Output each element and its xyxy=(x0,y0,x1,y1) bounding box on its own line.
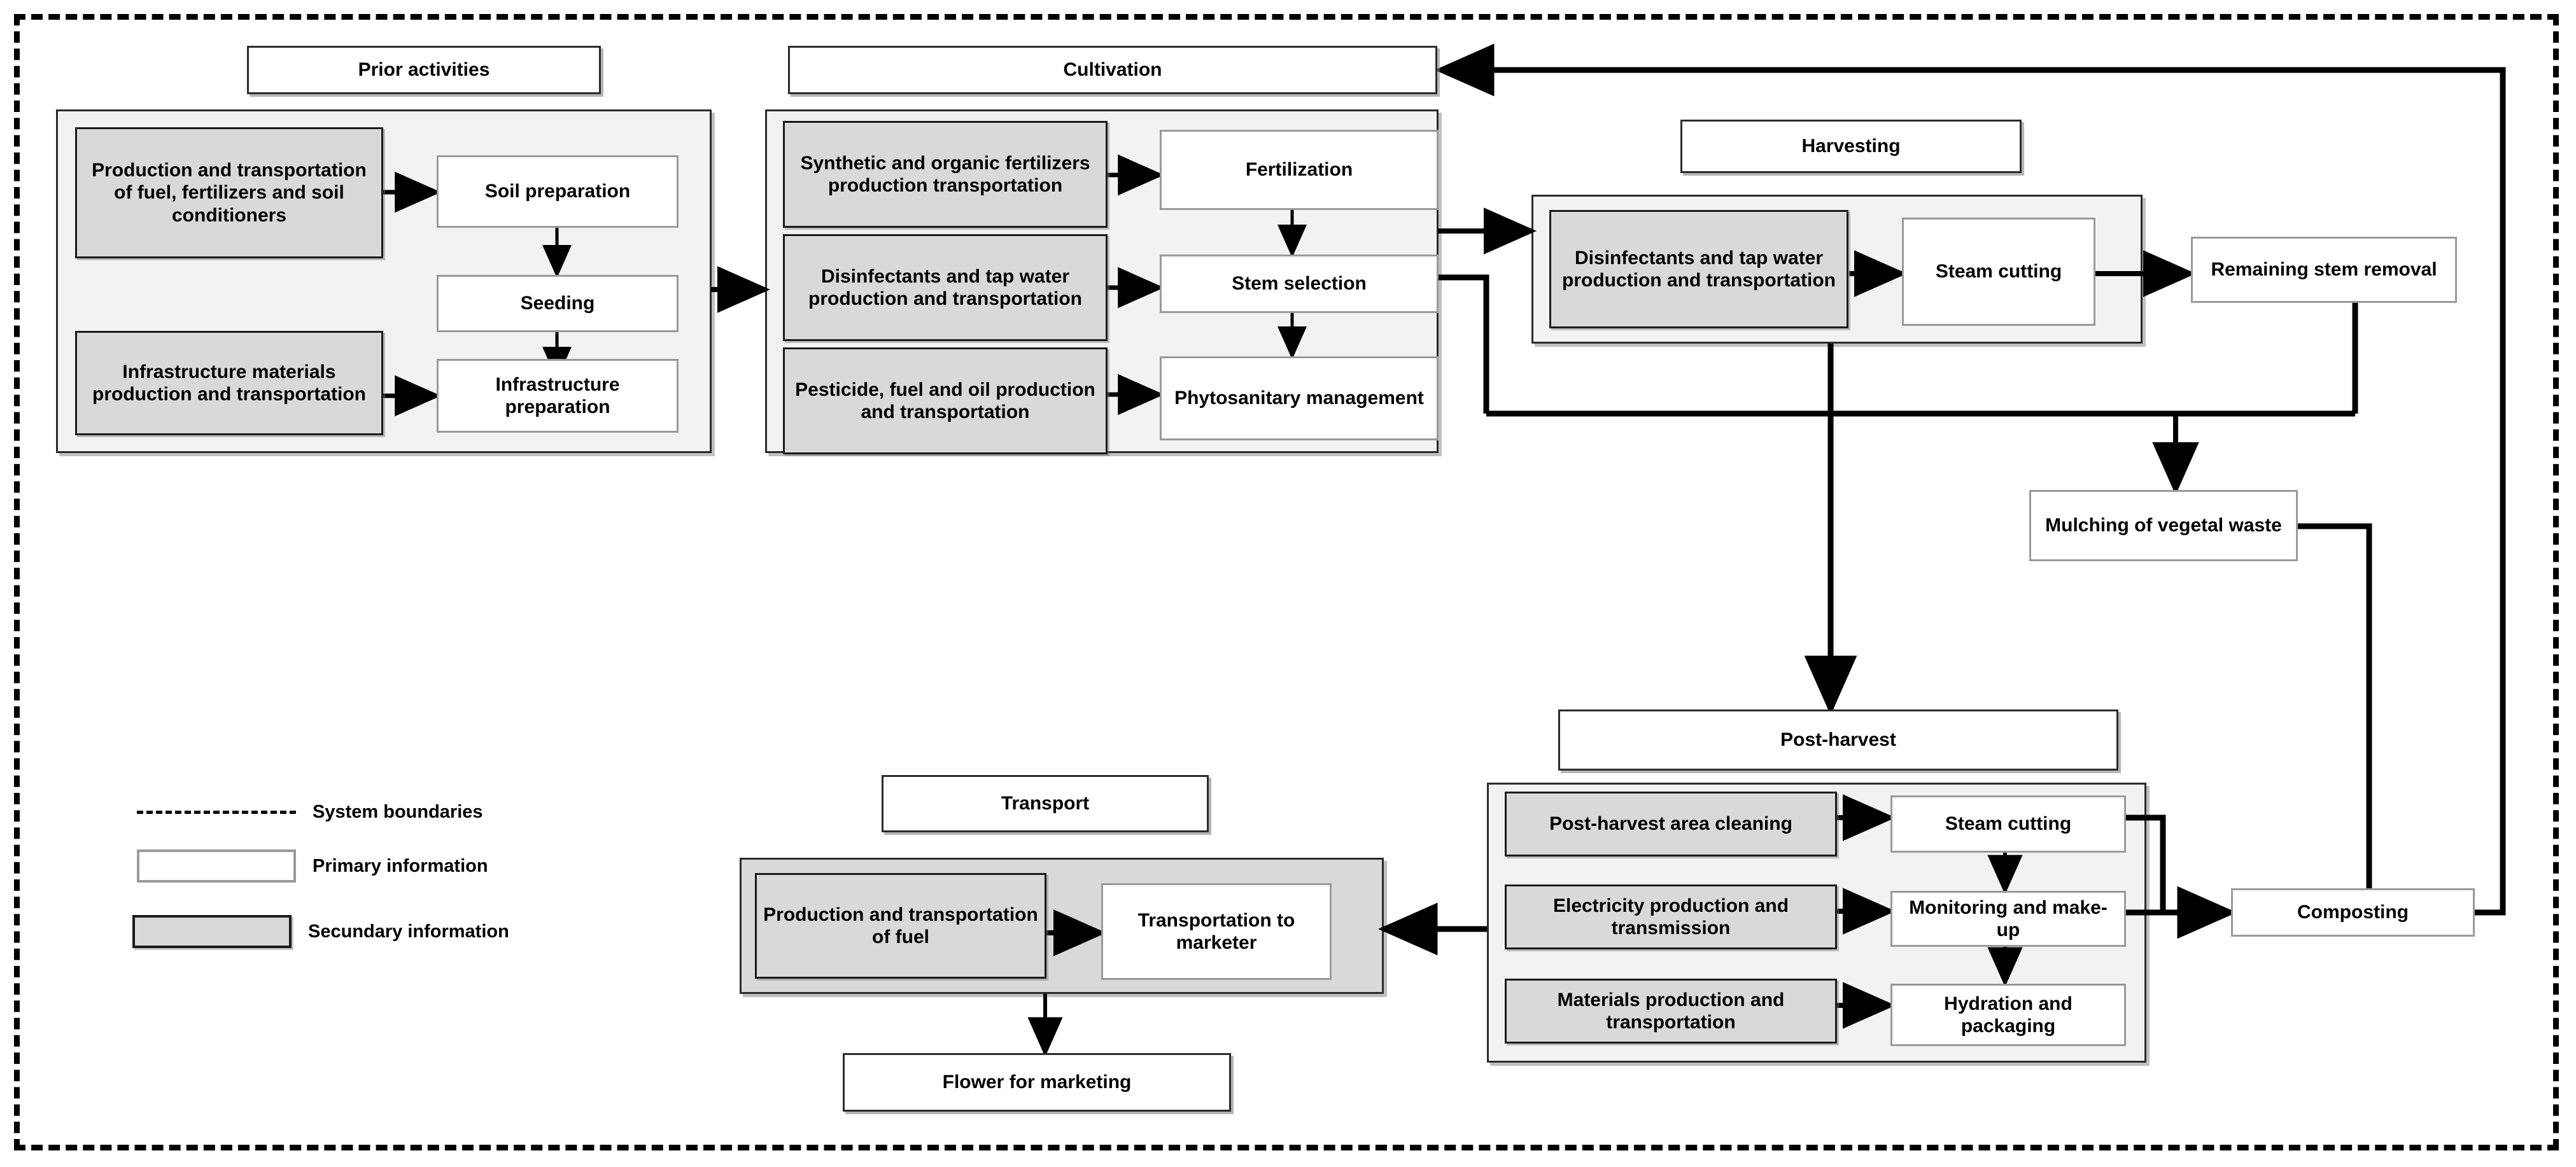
legend-label-primary: Primary information xyxy=(313,855,488,876)
primary-swatch-icon xyxy=(137,849,296,883)
stage-title-transport: Transport xyxy=(882,775,1209,832)
node-seeding[interactable]: Seeding xyxy=(437,275,679,332)
node-mulching-vegetal-waste[interactable]: Mulching of vegetal waste xyxy=(2029,490,2298,561)
node-fertilization[interactable]: Fertilization xyxy=(1160,130,1439,210)
legend-label-boundaries: System boundaries xyxy=(313,802,483,822)
node-phytosanitary-management[interactable]: Phytosanitary management xyxy=(1160,356,1439,440)
node-transportation-to-marketer[interactable]: Transportation to marketer xyxy=(1101,883,1332,980)
node-soil-preparation[interactable]: Soil preparation xyxy=(437,155,679,228)
node-infrastructure-preparation[interactable]: Infrastructure preparation xyxy=(437,359,679,433)
stage-title-post-harvest: Post-harvest xyxy=(1558,709,2118,771)
node-materials-production[interactable]: Materials production and transportation xyxy=(1505,979,1837,1044)
node-monitoring-make-up[interactable]: Monitoring and make-up xyxy=(1890,891,2126,947)
node-cult-disinfectants-water[interactable]: Disinfectants and tap water production a… xyxy=(783,234,1108,341)
node-stem-selection[interactable]: Stem selection xyxy=(1160,255,1439,313)
node-hydration-packaging[interactable]: Hydration and packaging xyxy=(1890,984,2126,1046)
legend-row-secondary: Secundary information xyxy=(132,915,509,948)
node-flower-for-marketing: Flower for marketing xyxy=(843,1053,1231,1112)
legend-row-boundaries: System boundaries xyxy=(137,802,483,823)
node-pesticide-fuel-oil[interactable]: Pesticide, fuel and oil production and t… xyxy=(783,347,1108,454)
legend-label-secondary: Secundary information xyxy=(308,921,509,942)
node-post-steam-cutting[interactable]: Steam cutting xyxy=(1890,795,2126,853)
node-fertilizers-production[interactable]: Synthetic and organic fertilizers produc… xyxy=(783,121,1108,228)
node-harvest-steam-cutting[interactable]: Steam cutting xyxy=(1902,218,2095,326)
system-boundary-frame xyxy=(14,14,2559,1150)
node-harv-disinfectants-water[interactable]: Disinfectants and tap water production a… xyxy=(1549,210,1848,328)
dashed-line-icon xyxy=(137,811,296,814)
node-prior-infrastructure-materials[interactable]: Infrastructure materials production and … xyxy=(75,331,383,435)
node-post-harvest-area-cleaning[interactable]: Post-harvest area cleaning xyxy=(1505,792,1837,856)
node-composting[interactable]: Composting xyxy=(2231,888,2475,937)
node-transport-fuel-production[interactable]: Production and transportation of fuel xyxy=(755,873,1046,979)
stage-title-harvesting: Harvesting xyxy=(1680,120,2022,173)
secondary-swatch-icon xyxy=(132,915,292,948)
node-electricity-production[interactable]: Electricity production and transmission xyxy=(1505,884,1837,949)
legend-row-primary: Primary information xyxy=(137,849,488,883)
stage-title-cultivation: Cultivation xyxy=(788,46,1437,94)
stage-title-prior-activities: Prior activities xyxy=(247,46,601,94)
node-prior-fuel-fertilizers[interactable]: Production and transportation of fuel, f… xyxy=(75,127,383,258)
node-remaining-stem-removal[interactable]: Remaining stem removal xyxy=(2191,237,2457,303)
